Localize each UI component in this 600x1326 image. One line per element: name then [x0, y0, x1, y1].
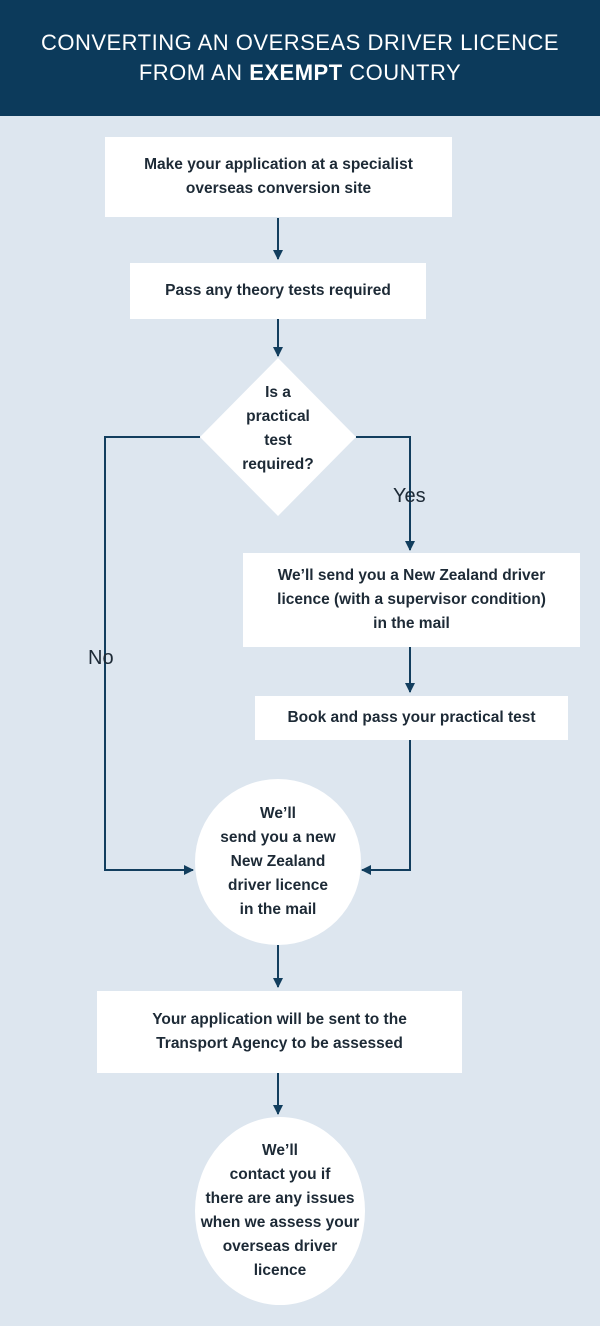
step-apply-line-2: overseas conversion site [185, 180, 372, 197]
send-line-3: in the mail [373, 615, 450, 632]
step-new-licence-circle: We’ll send you a new New Zealand driver … [195, 779, 361, 945]
arrow-yes-branch [356, 436, 415, 551]
step-apply-line-1: Make your application at a specialist [144, 156, 413, 173]
step-theory: Pass any theory tests required [130, 263, 426, 319]
decision-line-2: practical [246, 408, 310, 425]
contact-line-4: when we assess your [200, 1214, 360, 1231]
contact-line-2: contact you if [229, 1166, 331, 1183]
decision-line-1: Is a [265, 384, 291, 401]
step-apply: Make your application at a specialist ov… [105, 137, 452, 217]
step-application-assessed: Your application will be sent to the Tra… [97, 991, 462, 1073]
new-licence-line-2: send you a new [220, 829, 336, 846]
step-send-supervisor-licence: We’ll send you a New Zealand driver lice… [243, 553, 580, 647]
contact-line-6: licence [253, 1262, 307, 1279]
title-line-2: FROM AN EXEMPT COUNTRY [138, 60, 462, 85]
arrow-no-branch [104, 436, 200, 875]
step-theory-label: Pass any theory tests required [165, 282, 391, 299]
new-licence-line-5: in the mail [239, 901, 317, 918]
title-line-1: CONVERTING AN OVERSEAS DRIVER LICENCE [40, 30, 560, 55]
assessed-line-1: Your application will be sent to the [152, 1011, 407, 1028]
diagram-title: CONVERTING AN OVERSEAS DRIVER LICENCE FR… [0, 0, 600, 116]
decision-line-3: test [264, 432, 292, 449]
decision-diamond [200, 358, 356, 516]
contact-line-1: We’ll [262, 1142, 298, 1159]
practical-label: Book and pass your practical test [287, 709, 536, 726]
new-licence-line-4: driver licence [228, 877, 328, 894]
contact-line-5: overseas driver [222, 1238, 338, 1255]
step-practical-test: Book and pass your practical test [255, 696, 568, 740]
step-contact-circle: We’ll contact you if there are any issue… [195, 1117, 365, 1305]
decision-text: Is a practical test required? [218, 381, 338, 477]
new-licence-line-3: New Zealand [230, 853, 326, 870]
new-licence-line-1: We’ll [260, 805, 296, 822]
assessed-line-2: Transport Agency to be assessed [156, 1035, 403, 1052]
decision-line-4: required? [242, 456, 314, 473]
arrow-practical-to-new-licence [361, 740, 411, 875]
no-label: No [88, 647, 114, 669]
contact-line-3: there are any issues [205, 1190, 355, 1207]
yes-label: Yes [393, 485, 426, 507]
send-line-2: licence (with a supervisor condition) [277, 591, 546, 608]
send-line-1: We’ll send you a New Zealand driver [277, 567, 546, 584]
